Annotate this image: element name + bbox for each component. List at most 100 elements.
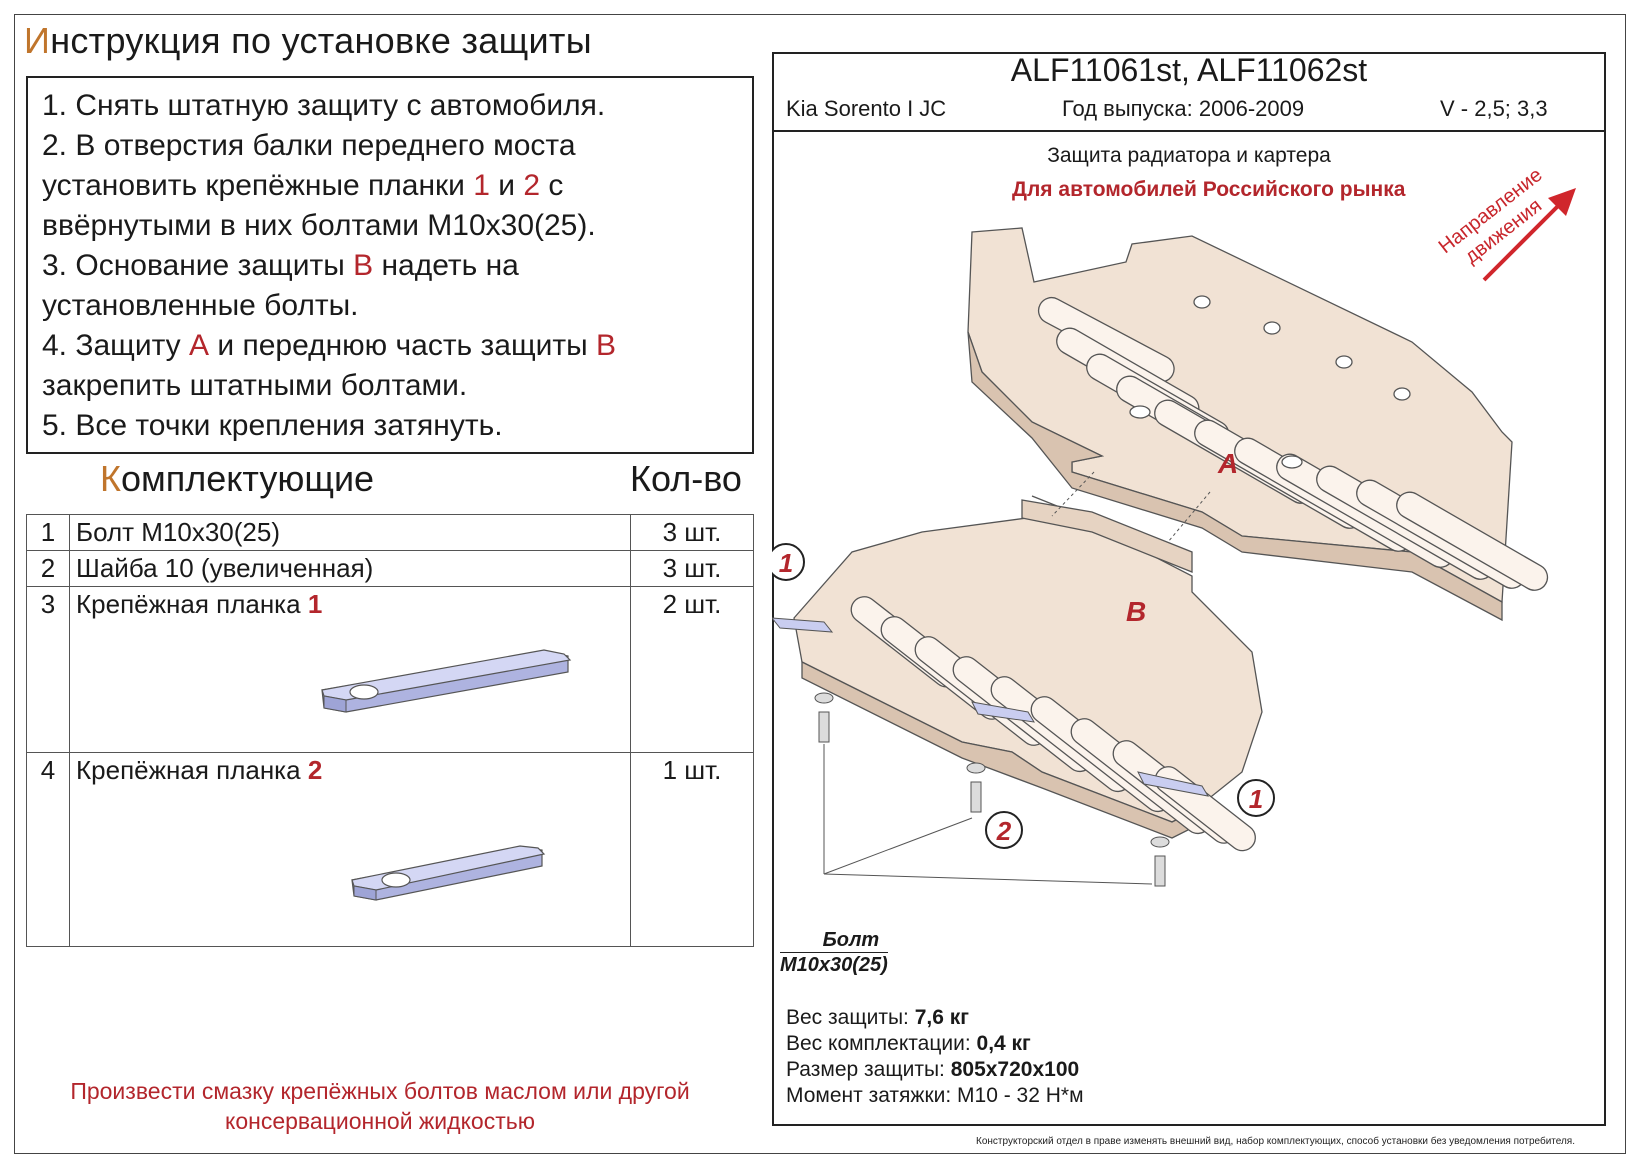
spec-value: 7,6 кг [914, 1006, 970, 1029]
instruction-line: 4. Защиту А и переднюю часть защиты В [42, 326, 752, 366]
plate1-left-number: 1 [778, 548, 794, 578]
instruction-line: 2. В отверстия балки переднего моста [42, 126, 752, 166]
instruction-text: и [489, 169, 524, 202]
part-name: Болт М10х30(25) [69, 514, 631, 551]
title-initial: И [24, 20, 51, 61]
shield-b-label: B [1126, 596, 1147, 627]
instruction-line: установить крепёжные планки 1 и 2 с [42, 166, 752, 206]
part-number: 2 [26, 550, 70, 587]
production-years: Год выпуска: 2006-2009 [1062, 96, 1305, 121]
plate-1-right [1137, 771, 1210, 797]
part-name: Крепёжная планка 2 [69, 752, 631, 947]
shield-a-label: A [1218, 448, 1239, 479]
parts-heading-rest: омплектующие [120, 458, 375, 499]
instruction-text: 5. Все точки крепления затянуть. [42, 409, 503, 442]
table-row: 3 Крепёжная планка 1 2 шт. [26, 586, 754, 753]
bolt-caption-line2: М10х30(25) [780, 952, 888, 976]
instruction-text: 4. Защиту [42, 329, 190, 362]
instruction-highlight: В [596, 329, 617, 362]
table-row: 1 Болт М10х30(25) 3 шт. [26, 514, 754, 551]
instruction-line: закрепить штатными болтами. [42, 366, 752, 406]
part-name: Шайба 10 (увеличенная) [69, 550, 631, 587]
spec-value: М10 - 32 Н*м [957, 1084, 1084, 1107]
part-qty: 2 шт. [630, 586, 754, 753]
quantity-heading: Кол-во [630, 458, 742, 499]
part-number: 1 [26, 514, 70, 551]
part-name-text: Болт М10х30(25) [76, 517, 280, 547]
part-qty: 3 шт. [630, 514, 754, 551]
spec-size: Размер защиты: 805х720х100 [786, 1058, 1079, 1082]
callout-plate1-left [772, 543, 805, 581]
instruction-text: ввёрнутыми в них болтами М10х30(25). [42, 209, 596, 242]
part-qty: 1 шт. [630, 752, 754, 947]
direction-arrow [1482, 188, 1576, 282]
shield-b [793, 495, 1263, 852]
car-model: Kia Sorento I JC [786, 96, 947, 121]
instructions-box: 1. Снять штатную защиту с автомобиля. 2. … [26, 76, 754, 454]
spec-value: 0,4 кг [976, 1032, 1031, 1055]
parts-heading: Комплектующие [100, 458, 374, 500]
bolt-caption: Болт М10х30(25) [780, 928, 888, 977]
alignment-lines [1051, 471, 1211, 543]
instruction-line: 1. Снять штатную защиту с автомобиля. [42, 86, 752, 126]
callout-plate1-right [1237, 779, 1275, 817]
drawing-panel [772, 52, 1606, 1126]
instruction-highlight: 1 [473, 169, 490, 202]
part-mark: 1 [307, 589, 323, 619]
spec-label: Вес защиты: [786, 1006, 915, 1029]
bolt-fasteners [814, 692, 1170, 887]
instruction-highlight: 2 [523, 169, 541, 202]
plate-1-left [772, 617, 834, 633]
spec-torque: Момент затяжки: М10 - 32 Н*м [786, 1084, 1084, 1108]
instruction-text: 1. Снять штатную защиту с автомобиля. [42, 89, 606, 122]
part-mark: 2 [307, 755, 323, 785]
table-row: 4 Крепёжная планка 2 1 шт. [26, 752, 754, 947]
instruction-text: установленные болты. [42, 289, 359, 322]
plate-2 [971, 701, 1035, 723]
instruction-line: 3. Основание защиты В надеть на [42, 246, 752, 286]
table-row: 2 Шайба 10 (увеличенная) 3 шт. [26, 550, 754, 587]
spec-weight: Вес защиты: 7,6 кг [786, 1006, 969, 1030]
part-number: 4 [26, 752, 70, 947]
bolt-caption-line1: Болт [822, 929, 880, 951]
assembly-drawing [772, 188, 1576, 887]
part-name-text: Крепёжная планка [76, 755, 308, 785]
plate2-number: 2 [996, 816, 1012, 846]
spec-label: Размер защиты: [786, 1058, 951, 1081]
instruction-text: 3. Основание защиты [42, 249, 354, 282]
drawing-header [772, 52, 1606, 132]
plate1-right-number: 1 [1248, 784, 1264, 814]
part-name: Крепёжная планка 1 [69, 586, 631, 753]
leader-lines [823, 744, 1153, 885]
instruction-text: 2. В отверстия балки переднего моста [42, 129, 576, 162]
lubrication-note: Произвести смазку крепёжных болтов масло… [70, 1078, 690, 1134]
market-caption: Для автомобилей Российского рынка [1012, 178, 1406, 201]
spec-label: Вес комплектации: [786, 1032, 977, 1055]
engine-volume: V - 2,5; 3,3 [1440, 96, 1548, 121]
shield-a [967, 227, 1549, 622]
drawing-caption: Защита радиатора и картера [1047, 144, 1331, 167]
part-name-text: Шайба 10 (увеличенная) [76, 553, 374, 583]
page-frame [14, 14, 1626, 1154]
instruction-highlight: В [353, 249, 374, 282]
instruction-line: установленные болты. [42, 286, 752, 326]
instruction-highlight: А [189, 329, 210, 362]
instruction-text: надеть на [373, 249, 519, 282]
title-rest: нструкция по установке защиты [50, 20, 592, 61]
parts-heading-initial: К [100, 458, 121, 499]
instruction-text: закрепить штатными болтами. [42, 369, 468, 402]
instruction-line: ввёрнутыми в них болтами М10х30(25). [42, 206, 752, 246]
mounting-plate-1-drawing [321, 649, 572, 713]
instruction-text: установить крепёжные планки [42, 169, 474, 202]
part-number: 3 [26, 586, 70, 753]
spec-kit-weight: Вес комплектации: 0,4 кг [786, 1032, 1031, 1056]
page-title: Инструкция по установке защиты [24, 20, 592, 62]
instruction-text: и переднюю часть защиты [209, 329, 597, 362]
part-name-text: Крепёжная планка [76, 589, 308, 619]
instruction-line: 5. Все точки крепления затянуть. [42, 406, 752, 446]
spec-label: Момент затяжки: [786, 1084, 958, 1107]
instruction-text: с [540, 169, 564, 202]
parts-table: 1 Болт М10х30(25) 3 шт. 2 Шайба 10 (увел… [26, 514, 754, 947]
product-codes: ALF11061st, ALF11062st [1010, 52, 1368, 88]
spec-value: 805х720х100 [950, 1058, 1080, 1081]
